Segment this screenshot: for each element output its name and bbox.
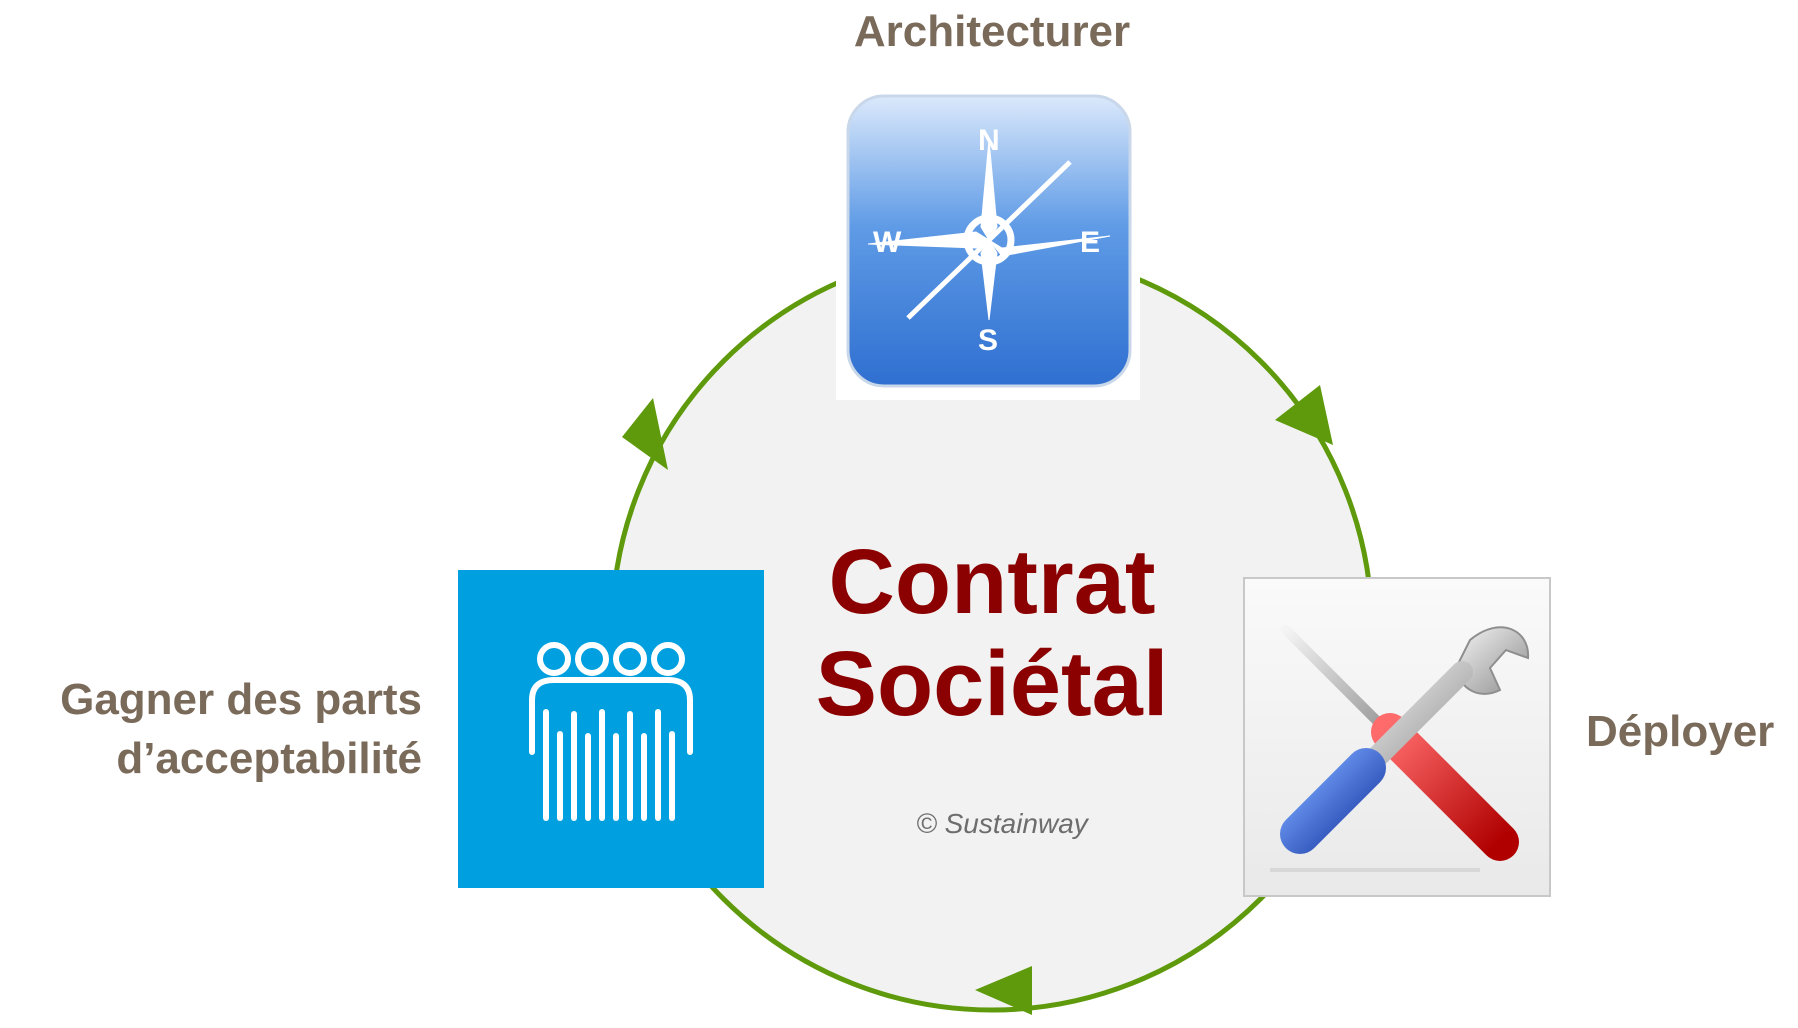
label-gagner-line2: d’acceptabilité — [116, 734, 422, 784]
label-gagner-line1: Gagner des parts — [60, 675, 422, 724]
svg-text:S: S — [978, 324, 998, 357]
tools-icon — [1243, 577, 1551, 897]
copyright-note: © Sustainway — [916, 808, 1088, 839]
compass-icon: N S W E — [836, 90, 1140, 400]
arrow-head-left — [622, 398, 668, 470]
label-architecturer: Architecturer — [853, 7, 1131, 56]
people-icon — [458, 570, 764, 888]
arrow-head-right — [1275, 385, 1333, 445]
arrow-head-bottom — [975, 966, 1032, 1015]
center-disc — [612, 250, 1372, 1010]
center-title-line2: Sociétal — [815, 633, 1169, 735]
label-gagner-block: Gagner des parts d’acceptabilité — [10, 670, 422, 789]
svg-text:W: W — [873, 226, 902, 259]
svg-text:N: N — [978, 124, 1000, 157]
center-title-line1: Contrat — [828, 531, 1156, 633]
svg-text:E: E — [1080, 226, 1100, 259]
label-deployer: Déployer — [1586, 707, 1775, 756]
